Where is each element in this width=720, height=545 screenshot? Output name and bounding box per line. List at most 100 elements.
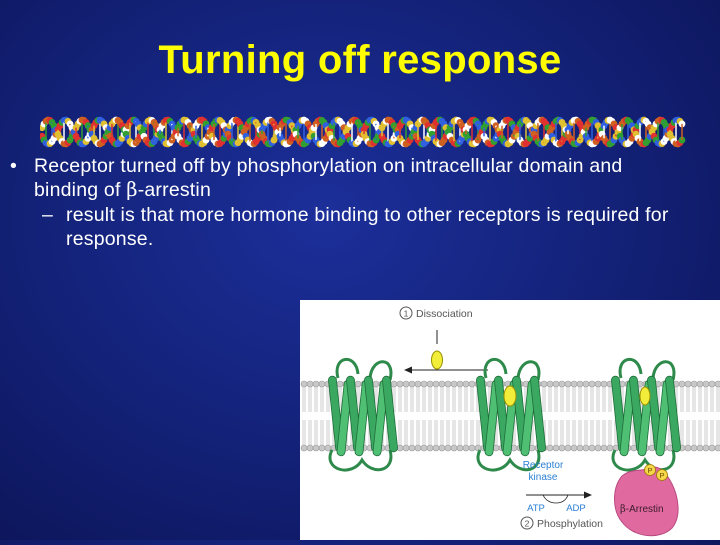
lipid-head xyxy=(450,380,458,388)
lipid-head xyxy=(396,380,404,388)
receptor xyxy=(611,357,681,472)
arrestin-text: -Arrestin xyxy=(626,504,664,515)
bullet-marker: • xyxy=(10,155,18,177)
lipid-head xyxy=(678,380,686,388)
lipid-head xyxy=(594,380,602,388)
receptor-kinase-label: Receptor xyxy=(523,460,564,471)
lipid-head xyxy=(402,380,410,388)
lipid-head xyxy=(306,380,314,388)
arrestin-greek: β xyxy=(620,504,626,515)
atp-label: ATP xyxy=(527,503,545,514)
lipid-head xyxy=(576,380,584,388)
bound-ligand xyxy=(503,385,517,407)
ligand xyxy=(431,350,443,370)
lipid-head xyxy=(414,444,422,452)
lipid-head xyxy=(318,444,326,452)
sub-bullet-marker: – xyxy=(42,204,54,226)
lipid-head xyxy=(354,380,362,388)
lipid-head xyxy=(462,444,470,452)
lipid-head xyxy=(402,444,410,452)
lipid-head xyxy=(564,380,572,388)
greek-beta: β xyxy=(126,178,138,201)
phosphate xyxy=(656,469,668,481)
lipid-head xyxy=(444,444,452,452)
beta-arrestin xyxy=(614,466,679,537)
lipid-head xyxy=(702,380,710,388)
lipid-head xyxy=(426,380,434,388)
lipid-head xyxy=(468,380,476,388)
lipid-head xyxy=(408,444,416,452)
lipid-head xyxy=(414,380,422,388)
phosphate-label: P xyxy=(647,466,652,475)
sub-bullet-item: – result is that more hormone binding to… xyxy=(10,203,690,251)
step1-circle xyxy=(399,306,413,320)
lipid-head xyxy=(540,380,548,388)
lipid-head xyxy=(708,444,716,452)
lipid-head xyxy=(324,444,332,452)
lipid-head xyxy=(300,444,308,452)
lipid-head xyxy=(462,380,470,388)
lipid-head xyxy=(336,380,344,388)
bullet-item: • Receptor turned off by phosphorylation… xyxy=(10,154,690,202)
lipid-head xyxy=(468,444,476,452)
receptor-figure: 1 Dissociation Receptor kinase ATP ADP 2… xyxy=(300,300,720,540)
lipid-head xyxy=(390,380,398,388)
step1-label: Dissociation xyxy=(416,308,473,320)
lipid-head xyxy=(420,380,428,388)
lipid-head xyxy=(570,380,578,388)
receptor-loop xyxy=(476,357,541,472)
lipid-head xyxy=(708,380,716,388)
bullet-list: • Receptor turned off by phosphorylation… xyxy=(10,154,690,251)
lipid-head xyxy=(444,380,452,388)
lipid-head xyxy=(600,444,608,452)
transmembrane-helix xyxy=(530,375,546,453)
lipid-head xyxy=(606,444,614,452)
transmembrane-helix xyxy=(382,375,398,453)
lipid-head xyxy=(684,444,692,452)
dna-helix-banner xyxy=(40,116,686,148)
lipid-head xyxy=(432,380,440,388)
lipid-head xyxy=(372,380,380,388)
step2-label: Phosphylation xyxy=(537,518,603,530)
lipid-head xyxy=(576,444,584,452)
transmembrane-helix xyxy=(665,375,681,453)
lipid-head xyxy=(312,444,320,452)
bullet-text-part: -arrestin xyxy=(137,179,212,201)
lipid-head xyxy=(552,444,560,452)
lipid-head xyxy=(696,444,704,452)
lipid-head xyxy=(420,444,428,452)
lipid-head xyxy=(558,380,566,388)
lipid-head xyxy=(690,380,698,388)
phosphate-label: P xyxy=(659,471,664,480)
lipid-head xyxy=(426,444,434,452)
lipid-head xyxy=(684,380,692,388)
bullet-text: Receptor turned off by phosphorylation o… xyxy=(34,155,622,201)
lipid-head xyxy=(588,444,596,452)
adp-label: ADP xyxy=(566,503,586,514)
lipid-head xyxy=(408,380,416,388)
receptor xyxy=(328,357,398,472)
arrestin-label: β-Arrestin xyxy=(620,504,664,515)
lipid-head xyxy=(456,380,464,388)
receptor-loop xyxy=(328,357,393,472)
sub-bullet-text: result is that more hormone binding to o… xyxy=(66,204,669,250)
lipid-head xyxy=(570,444,578,452)
lipid-head xyxy=(714,380,720,388)
lipid-head xyxy=(450,444,458,452)
lipid-head xyxy=(594,444,602,452)
slide-title: Turning off response xyxy=(158,38,562,82)
receptor-diagram: 1 Dissociation Receptor kinase ATP ADP 2… xyxy=(300,306,720,537)
lipid-head xyxy=(306,444,314,452)
receptor xyxy=(476,357,546,472)
lipid-head xyxy=(318,380,326,388)
lipid-head xyxy=(546,444,554,452)
receptor-kinase-label: kinase xyxy=(529,472,558,483)
lipid-head xyxy=(546,380,554,388)
receptor-loop xyxy=(611,357,676,472)
arrowhead xyxy=(404,366,412,374)
lipid-head xyxy=(582,380,590,388)
lipid-head xyxy=(312,380,320,388)
lipid-head xyxy=(300,380,308,388)
atp-adp-curve xyxy=(542,494,569,504)
lipid-head xyxy=(690,444,698,452)
